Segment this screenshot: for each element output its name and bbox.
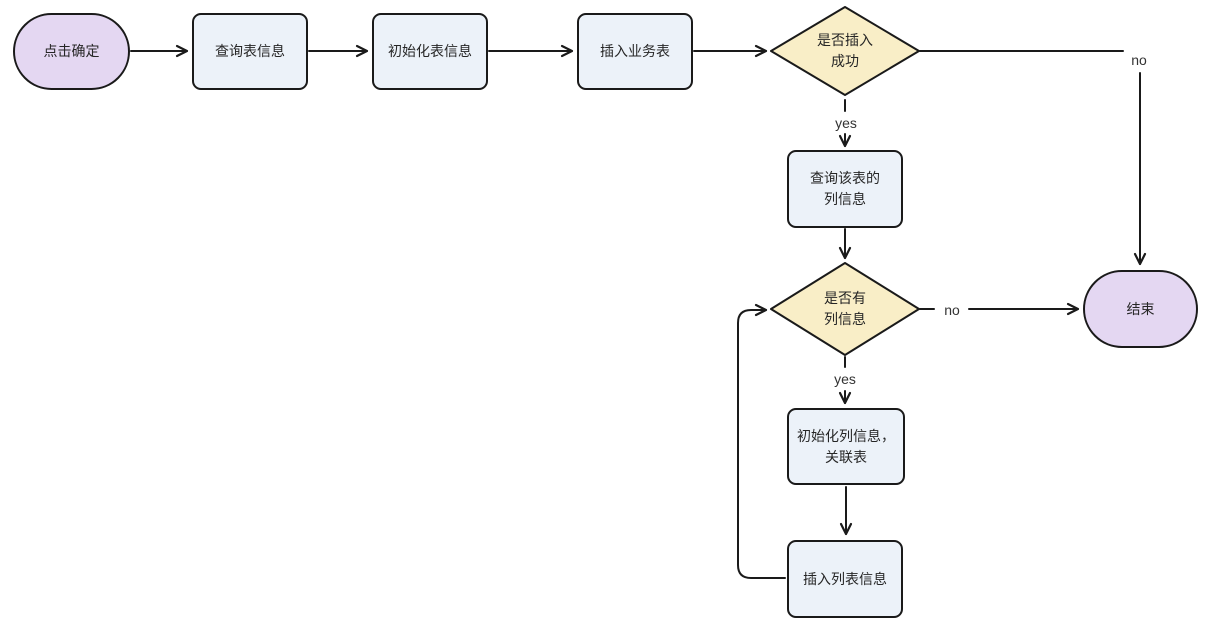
node-insert-success-label: 是否插入 成功 [817,32,873,69]
node-insert-column-list: 插入列表信息 [787,540,903,618]
edge-label-insert-success-no: no [1129,52,1149,68]
node-end: 结束 [1083,270,1198,348]
edge-label-has-columns-no: no [942,302,962,318]
edge-insert-list-loop-to-has-columns [737,303,786,579]
node-query-table: 查询表信息 [192,13,308,90]
node-init-table: 初始化表信息 [372,13,488,90]
node-init-columns: 初始化列信息， 关联表 [787,408,905,485]
edge-label-has-columns-yes: yes [832,371,858,387]
node-insert-business-table: 插入业务表 [577,13,693,90]
node-query-columns: 查询该表的 列信息 [787,150,903,228]
edge-label-insert-success-yes: yes [833,115,859,131]
node-has-columns-label: 是否有 列信息 [824,290,866,327]
node-start: 点击确定 [13,13,130,90]
